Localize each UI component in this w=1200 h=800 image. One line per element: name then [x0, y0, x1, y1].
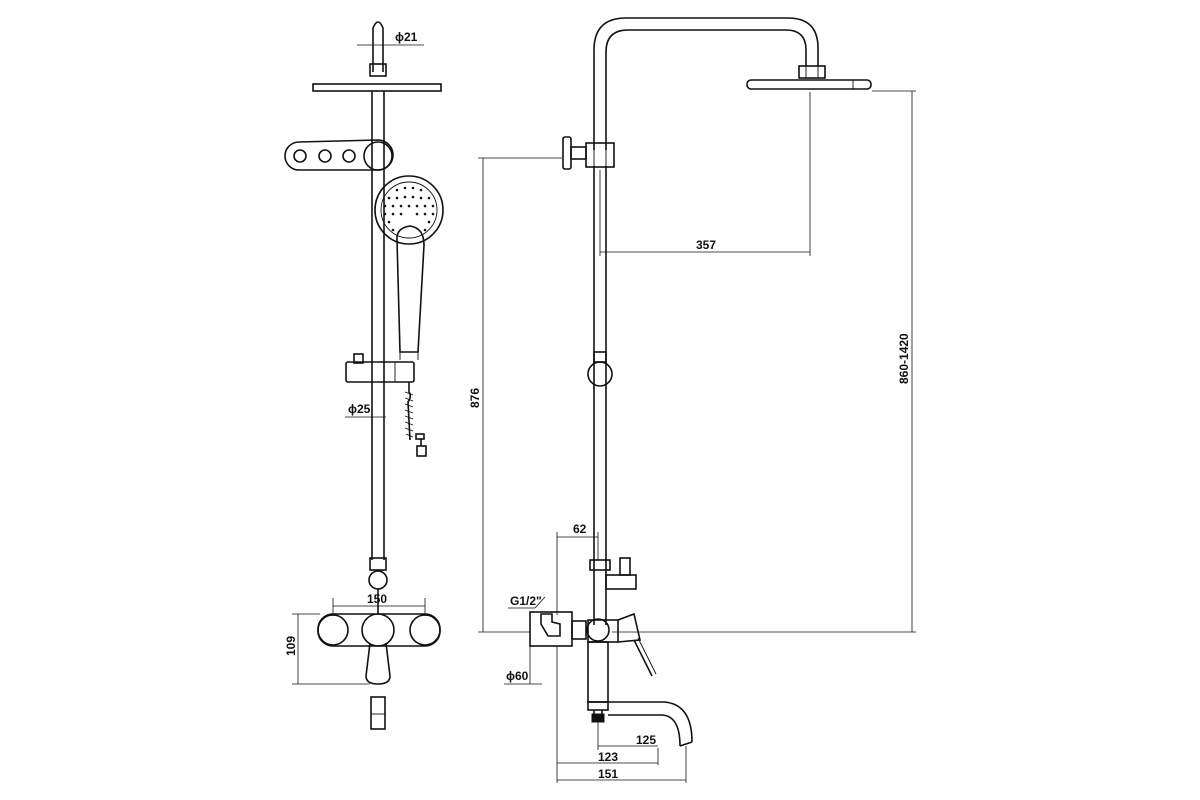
label-spout-depth-125: 125 [636, 733, 656, 747]
control-panel-front [284, 139, 394, 171]
dim-head-projection: 357 [599, 92, 811, 256]
middle-joint-side [587, 351, 613, 387]
label-top-pipe-diameter: ϕ21 [395, 30, 418, 44]
mixer-side [529, 611, 657, 723]
label-spout-depth-123: 123 [598, 750, 618, 764]
label-outlet-height: 876 [468, 388, 482, 408]
dim-adjust-range: 860-1420 [612, 90, 916, 633]
dim-top-pipe-diameter: ϕ21 [357, 30, 424, 46]
label-adjust-range: 860-1420 [897, 333, 911, 384]
main-rail-front [371, 91, 385, 560]
hand-shower-front [374, 175, 444, 360]
lower-joint-front [368, 557, 388, 614]
bath-spout-side [608, 701, 693, 747]
front-view: ϕ21 ϕ25 150 109 [284, 21, 444, 730]
label-total-depth: 151 [598, 767, 618, 781]
label-thread: G1/2" [510, 594, 542, 608]
dim-spout-depths: 125 123 151 [556, 646, 687, 783]
dim-escutcheon-diameter: ϕ60 [504, 646, 542, 685]
slider-bracket-front [345, 353, 415, 383]
dim-outlet-height: 876 [468, 157, 562, 633]
side-view: 357 860-1420 876 62 G1/2" [468, 17, 916, 783]
dim-mixer-center-distance: 150 [332, 592, 426, 616]
overhead-shower-head-front [312, 83, 442, 92]
label-mixer-center-distance: 150 [367, 592, 387, 606]
top-pipe [369, 21, 387, 77]
label-mixer-height: 109 [284, 636, 298, 656]
dim-rail-diameter: ϕ25 [345, 402, 386, 418]
label-escutcheon-diameter: ϕ60 [506, 669, 529, 683]
mixer-front [317, 613, 441, 730]
label-rail-diameter: ϕ25 [348, 402, 371, 416]
diverter-side [589, 557, 637, 590]
dim-thread: G1/2" [508, 594, 546, 609]
hose-front [404, 382, 427, 457]
dim-mixer-offset: 62 [556, 522, 599, 615]
main-rail-side [593, 17, 819, 625]
dim-mixer-height: 109 [284, 613, 370, 685]
label-mixer-offset: 62 [573, 522, 587, 536]
label-head-projection: 357 [696, 238, 716, 252]
overhead-shower-head-side [746, 65, 872, 90]
upper-clamp-side [562, 136, 615, 170]
